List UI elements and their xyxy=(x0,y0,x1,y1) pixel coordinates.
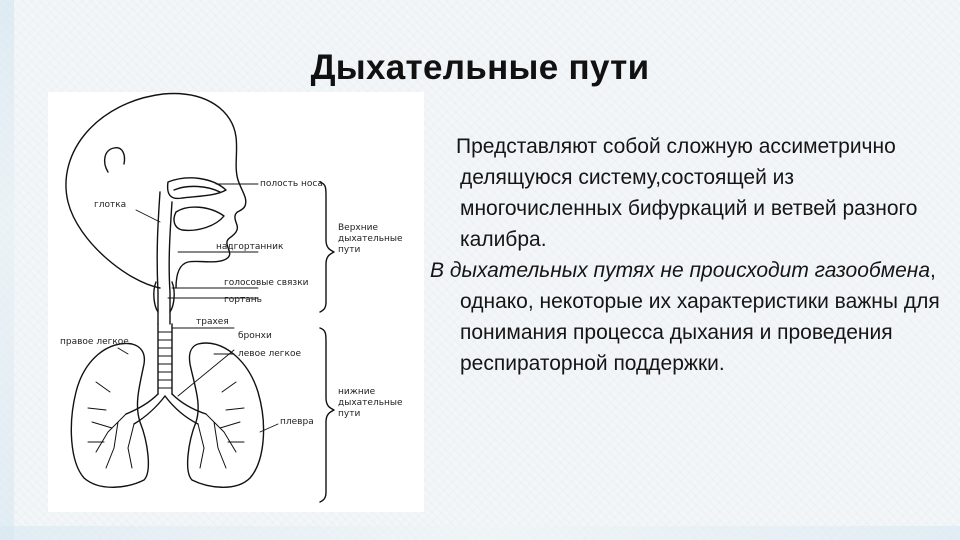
label-larynx: гортань xyxy=(224,295,262,305)
ear-outline xyxy=(103,147,126,173)
paragraph-2-italic: В дыхательных путях не происходит газооб… xyxy=(430,259,931,282)
paragraph-2: В дыхательных путях не происходит газооб… xyxy=(430,255,950,379)
tongue-shape xyxy=(173,206,225,232)
label-upper-tract-line1: Верхние xyxy=(338,223,378,233)
label-lower-tract-line3: пути xyxy=(338,409,360,419)
upper-tract-brace xyxy=(319,181,335,313)
label-epiglottis: надгортанник xyxy=(216,242,284,252)
label-bronchi: бронхи xyxy=(238,331,272,341)
label-vocal-cords: голосовые связки xyxy=(224,278,309,288)
respiratory-tract-diagram: полость носа глотка Верхние дыхательные … xyxy=(48,92,424,512)
paragraph-2-rest: , однако, некоторые их характеристики ва… xyxy=(460,259,940,375)
label-pleura: плевра xyxy=(280,417,314,427)
left-lung xyxy=(186,342,265,488)
right-lung xyxy=(70,342,150,488)
lower-tract-brace xyxy=(319,327,335,503)
trachea xyxy=(157,323,173,395)
label-upper-tract-line3: пути xyxy=(338,245,360,255)
label-pharynx: глотка xyxy=(94,200,126,210)
head-outline xyxy=(65,92,247,289)
diagram-svg: полость носа глотка Верхние дыхательные … xyxy=(60,92,403,503)
larynx-shape xyxy=(153,281,175,313)
label-trachea: трахея xyxy=(196,317,229,327)
label-lower-tract-line2: дыхательные xyxy=(338,398,403,408)
nasal-cavity-shape xyxy=(166,177,227,200)
slide-body-text: Представляют собой сложную ассиметрично … xyxy=(430,131,950,379)
right-bronchus xyxy=(125,393,166,425)
bottom-decorative-edge xyxy=(0,526,960,540)
label-left-lung: левое легкое xyxy=(238,349,301,359)
left-decorative-edge xyxy=(0,0,14,540)
label-lower-tract-line1: нижние xyxy=(338,387,376,397)
label-nasal-cavity: полость носа xyxy=(260,179,323,189)
label-upper-tract-line2: дыхательные xyxy=(338,234,403,244)
label-right-lung: правое легкое xyxy=(60,337,129,347)
left-bronchus xyxy=(164,393,207,425)
slide-title: Дыхательные пути xyxy=(310,48,650,87)
paragraph-1: Представляют собой сложную ассиметрично … xyxy=(456,135,918,251)
pharynx-tube xyxy=(156,191,161,325)
